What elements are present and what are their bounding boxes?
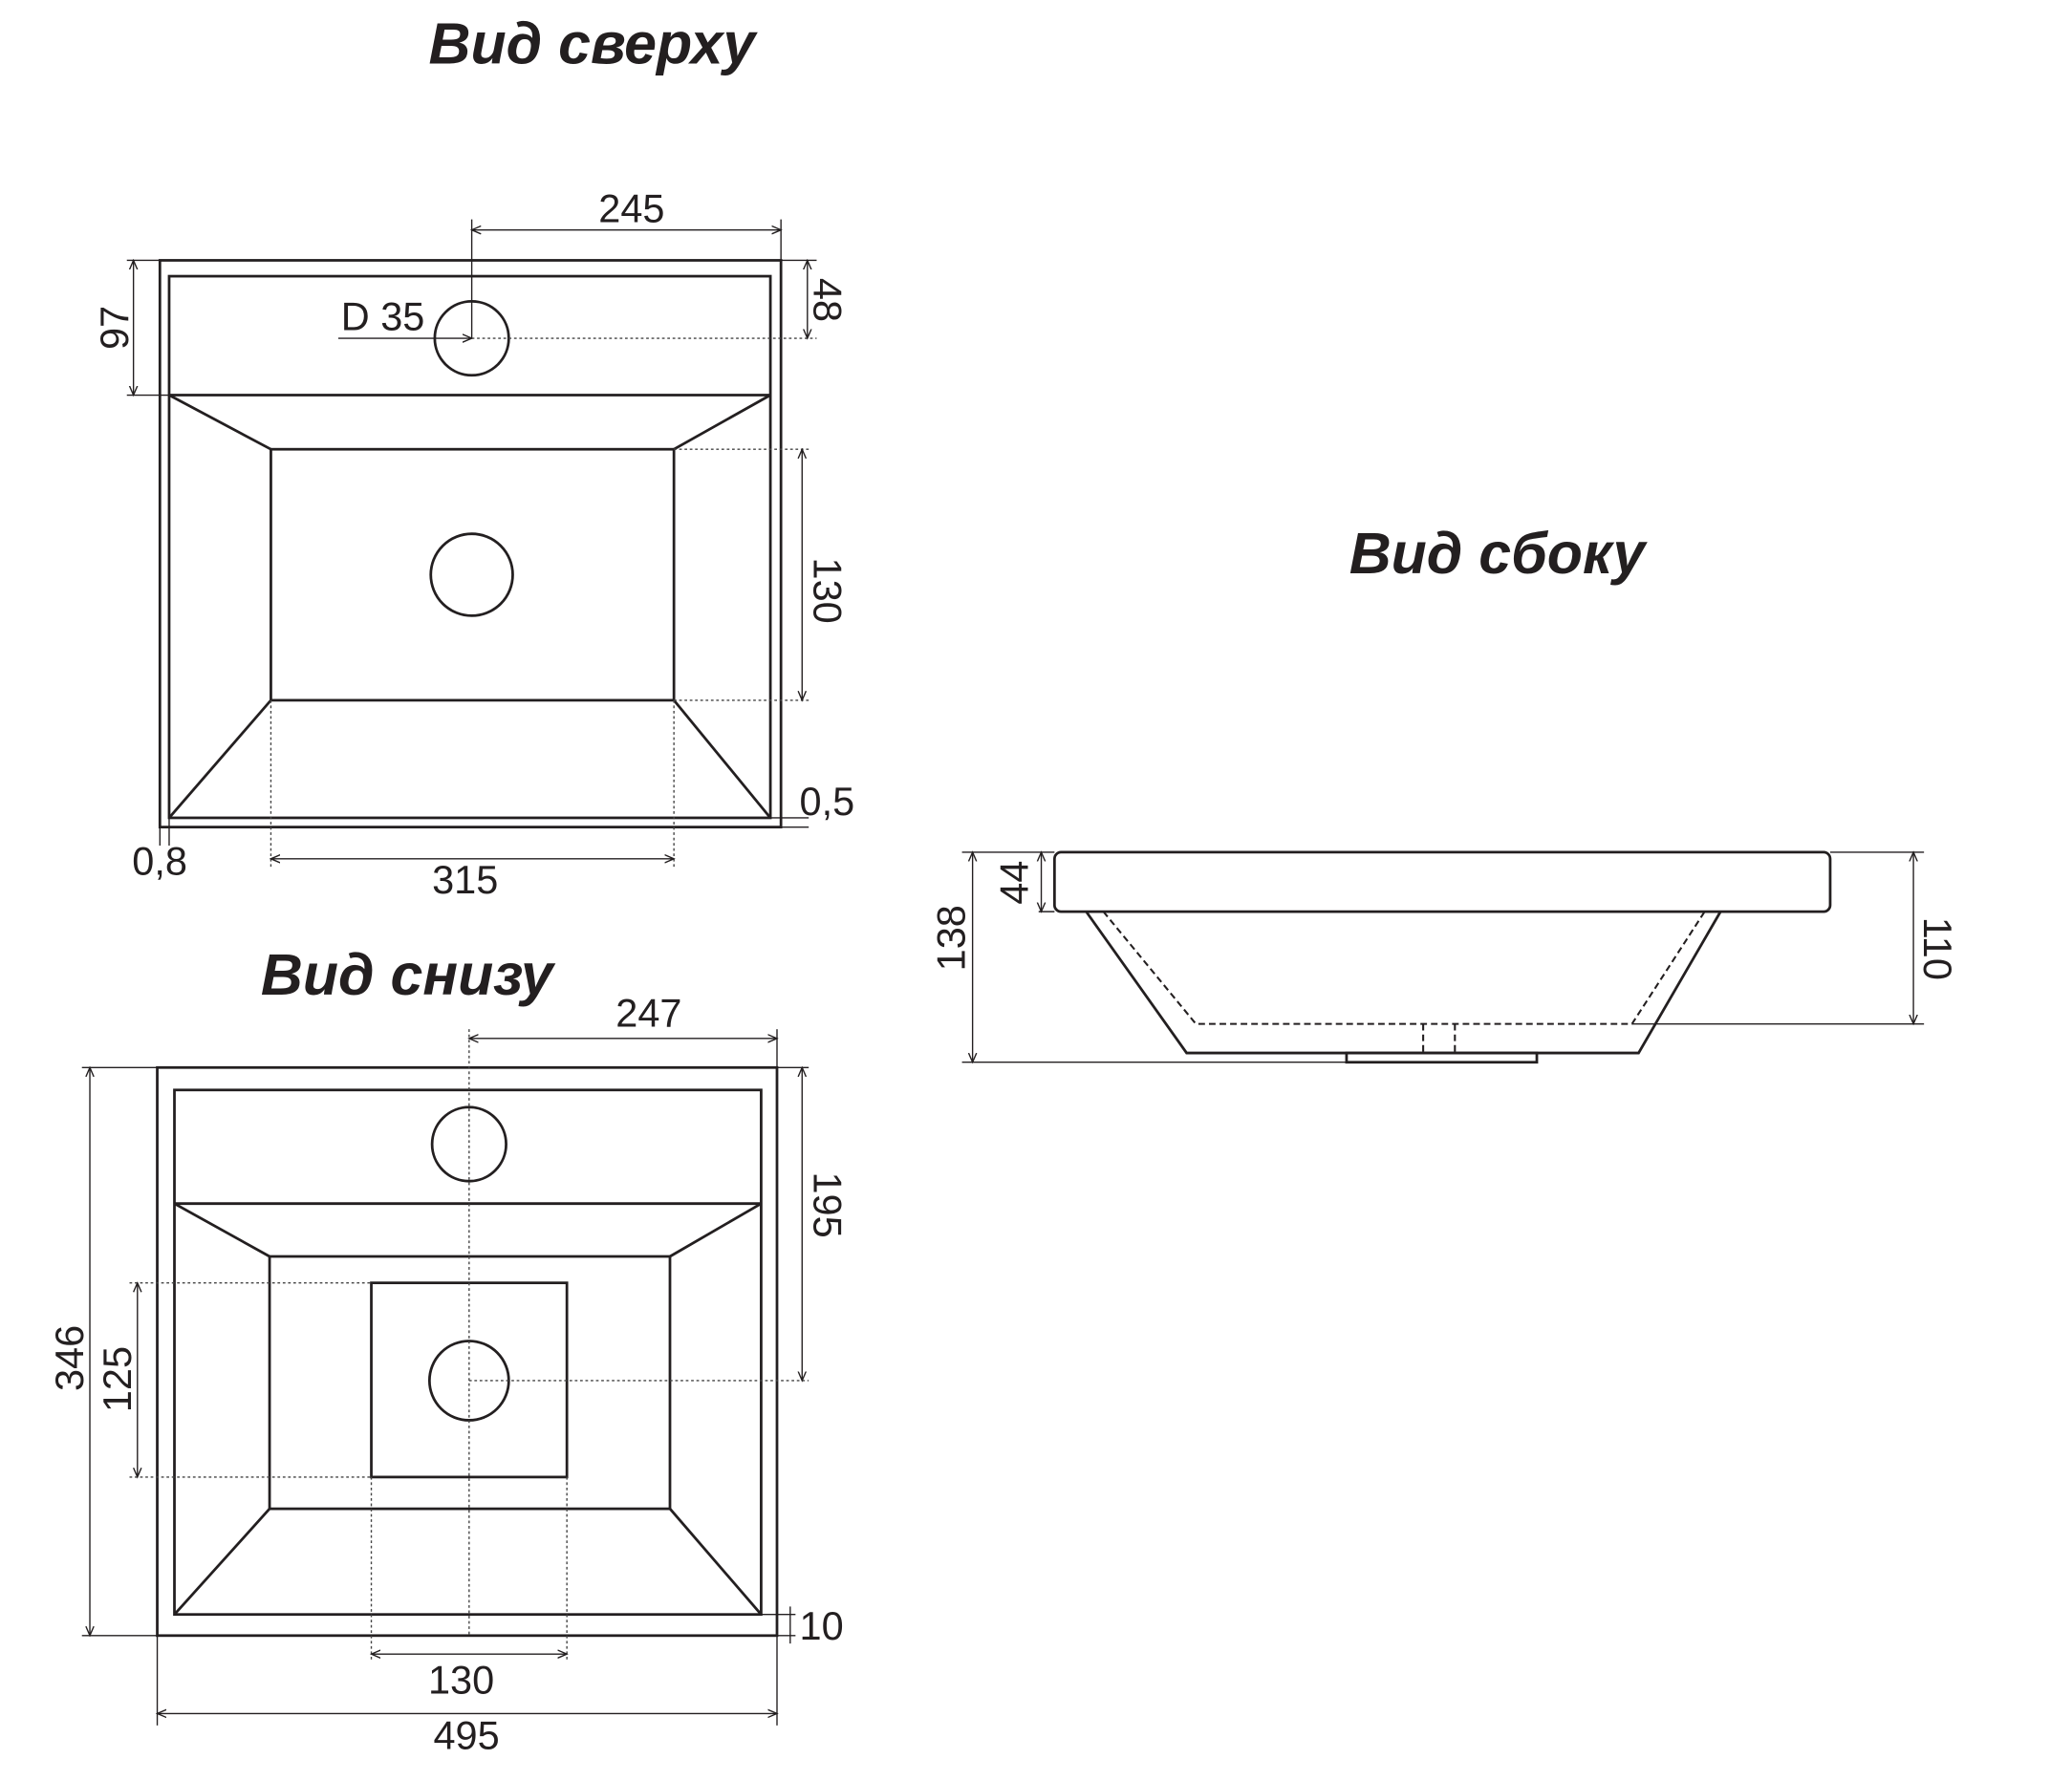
dim-drain-offset: 195: [806, 1171, 851, 1237]
dim-tap-depth: 48: [806, 278, 851, 322]
top-view-title: Вид сверху: [429, 11, 759, 75]
dim-deck-depth: 97: [92, 306, 137, 350]
side-view-title: Вид сбоку: [1349, 521, 1649, 586]
dim-tap-offset: 247: [615, 990, 681, 1035]
tap-hole: [430, 1105, 507, 1183]
bottom-view-title: Вид снизу: [261, 942, 556, 1007]
top-view: 245 48 97 D 35 130 0,5 0,8 315: [92, 185, 854, 901]
dim-plate-depth: 125: [95, 1346, 140, 1412]
drain-outlet: [1345, 1051, 1539, 1064]
dim-total-width: 495: [433, 1713, 499, 1758]
dim-rim: 10: [800, 1603, 844, 1648]
dim-total-depth: 346: [47, 1325, 92, 1391]
dim-total-height: 138: [928, 905, 973, 971]
dim-basin-depth: 130: [806, 558, 851, 624]
side-view: 138 44 110: [928, 850, 1960, 1064]
bottom-view: 247 195 346 125 10 130 495: [47, 990, 851, 1757]
dim-deck-height: 44: [992, 861, 1037, 905]
dim-tap-offset: 245: [598, 185, 664, 230]
dim-basin-height: 110: [1915, 917, 1960, 980]
dim-basin-width: 315: [432, 857, 498, 902]
drain-hole: [429, 532, 514, 617]
dim-right-gap: 0,5: [800, 779, 855, 824]
dim-left-gap: 0,8: [132, 838, 187, 883]
dim-tap-hole: D 35: [341, 294, 425, 339]
dim-plate-width: 130: [428, 1658, 494, 1703]
